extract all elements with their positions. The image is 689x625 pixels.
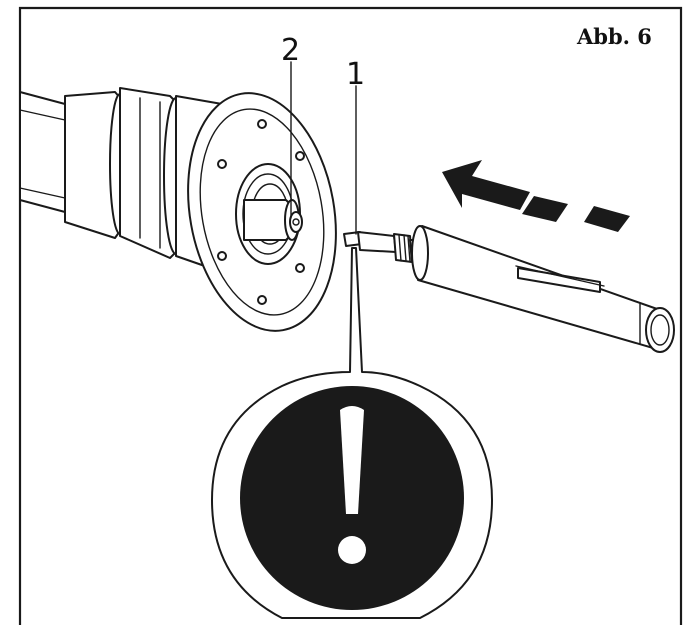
bolt-hole xyxy=(295,263,305,273)
tool-assembly xyxy=(343,225,675,353)
bolt-hole xyxy=(217,159,227,169)
callout-1-number: 1 xyxy=(346,57,365,92)
bolt-hole xyxy=(257,119,267,129)
warning-callout xyxy=(211,247,493,619)
bolt-hole xyxy=(257,295,267,305)
figure-label: Abb. 6 xyxy=(576,24,652,49)
callout-2-number: 2 xyxy=(281,33,300,68)
bolt-hole xyxy=(217,251,227,261)
bolt-hole xyxy=(295,151,305,161)
shaft-assembly xyxy=(19,87,337,332)
insertion-direction-arrow-icon xyxy=(442,160,630,232)
figure-frame xyxy=(18,6,683,625)
bearing xyxy=(235,163,303,265)
